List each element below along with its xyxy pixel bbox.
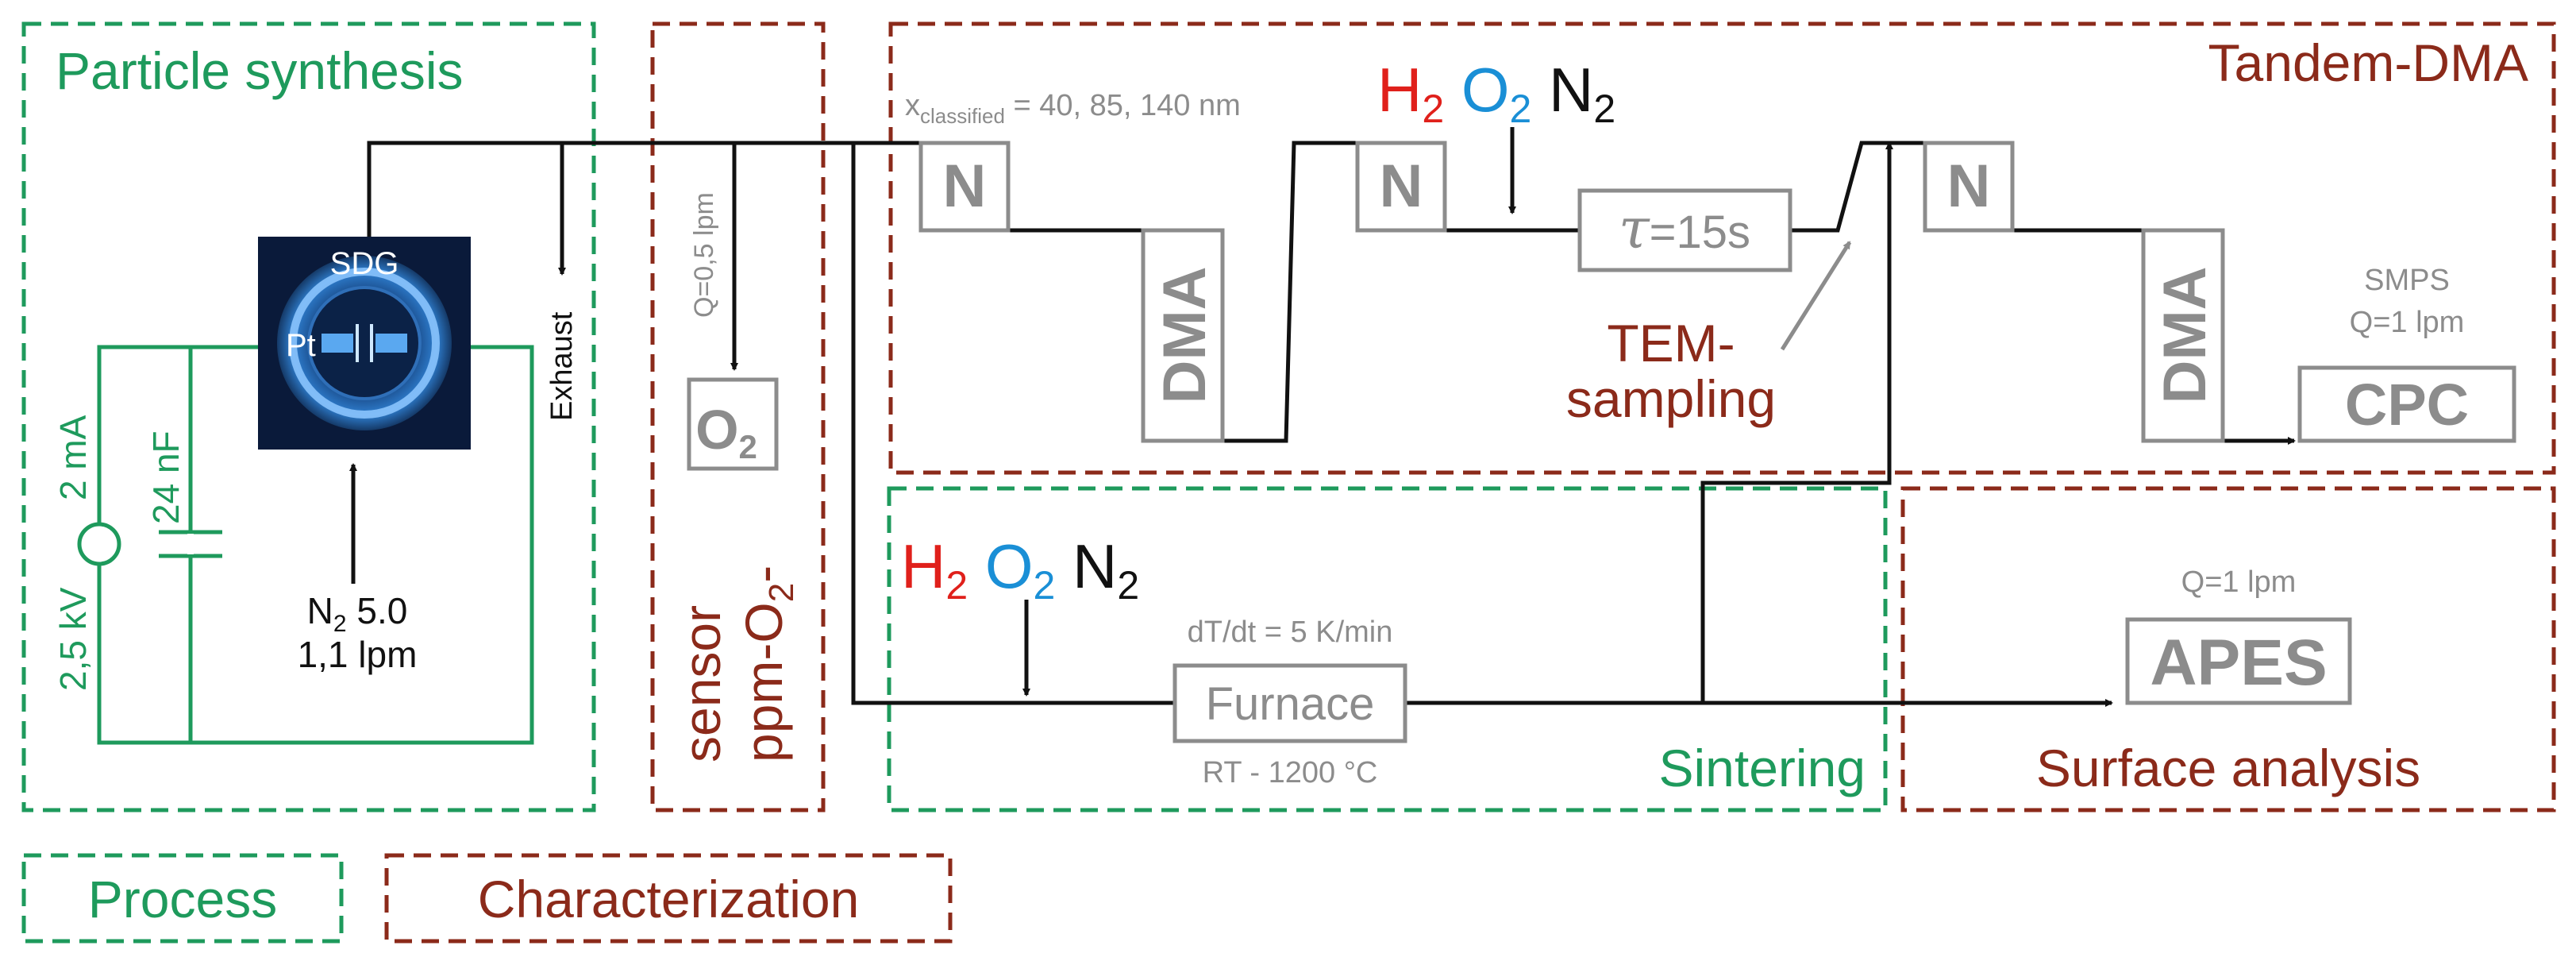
neutralizer-2-label: N	[1380, 152, 1423, 220]
neutralizer-2	[1355, 141, 1447, 233]
dma-1-label: DMA	[1151, 266, 1219, 403]
cpc-label: CPC	[2345, 372, 2469, 438]
residence-time-label: τ=15s	[1619, 196, 1750, 261]
voltage-label: 2,5 kV	[52, 587, 94, 691]
sintering-box	[887, 486, 1888, 812]
classified-size-label: xclassified = 40, 85, 140 nm	[905, 89, 1241, 128]
section-title-particle-synthesis: Particle synthesis	[56, 41, 464, 100]
smps-flow-label: Q=1 lpm	[2350, 306, 2465, 339]
gas-mixture-sintering: H2 O2 N2	[901, 531, 1139, 608]
surface-analysis-box	[1900, 486, 2556, 812]
sensor-flow-label: Q=0,5 lpm	[689, 192, 719, 318]
sintering-branch-line	[851, 143, 1175, 705]
particle-synthesis-box	[21, 21, 596, 812]
neutralizer-3	[1923, 141, 2015, 233]
current-label: 2 mA	[52, 415, 94, 500]
section-title-o2-sensor: ppm-O2- sensor	[672, 565, 801, 762]
n2-supply-label: N2 5.0	[307, 590, 408, 637]
smps-label: SMPS	[2364, 264, 2450, 297]
neutralizer-1	[918, 141, 1011, 233]
legend-process-label: Process	[88, 870, 277, 928]
heating-rate-label: dT/dt = 5 K/min	[1188, 616, 1393, 649]
svg-text:sensor: sensor	[672, 605, 731, 762]
dma-2	[2141, 228, 2225, 443]
tem-sampling-label-1: TEM-	[1607, 314, 1735, 372]
tdma-flow-line	[1008, 141, 2288, 443]
gas-mixture-tdma: H2 O2 N2	[1377, 55, 1615, 131]
dma-1	[1141, 228, 1225, 443]
section-title-tandem-dma: Tandem-DMA	[2208, 33, 2528, 92]
capacitance-label: 24 nF	[145, 430, 187, 524]
n2-flow-label: 1,1 lpm	[298, 634, 418, 675]
section-title-surface-analysis: Surface analysis	[2036, 739, 2420, 797]
o2-sensor-box	[650, 21, 826, 812]
furnace	[1172, 663, 1407, 743]
legend-characterization-box	[384, 853, 953, 944]
legend-characterization-label: Characterization	[478, 870, 860, 928]
spark-discharge-generator	[258, 237, 471, 450]
furnace-to-tdma-line	[1700, 141, 1893, 703]
sdg-label: SDG	[330, 246, 399, 281]
neutralizer-3-label: N	[1947, 152, 1991, 220]
dma-2-label: DMA	[2151, 266, 2219, 403]
tem-sampling-label-2: sampling	[1566, 369, 1776, 428]
section-title-sintering: Sintering	[1659, 739, 1866, 797]
apes-flow-label: Q=1 lpm	[2181, 565, 2297, 599]
svg-text:ppm-O2-: ppm-O2-	[734, 565, 801, 762]
apes-label: APES	[2150, 627, 2327, 699]
exhaust-label: Exhaust	[545, 311, 579, 421]
neutralizer-1-label: N	[943, 152, 987, 220]
tandem-dma-box	[888, 21, 2556, 475]
apes-device	[2125, 617, 2352, 705]
tem-sampling-arrow	[1780, 241, 1852, 351]
o2-sensor-device	[687, 377, 779, 471]
main-aerosol-line	[367, 141, 921, 238]
residence-time-box	[1577, 188, 1792, 272]
temperature-range-label: RT - 1200 °C	[1203, 756, 1378, 789]
o2-sensor-label: O2	[695, 399, 757, 465]
cpc-device	[2297, 365, 2516, 443]
pt-electrode-label: Pt	[286, 328, 316, 363]
legend-process-box	[21, 853, 344, 944]
furnace-label: Furnace	[1206, 678, 1375, 730]
